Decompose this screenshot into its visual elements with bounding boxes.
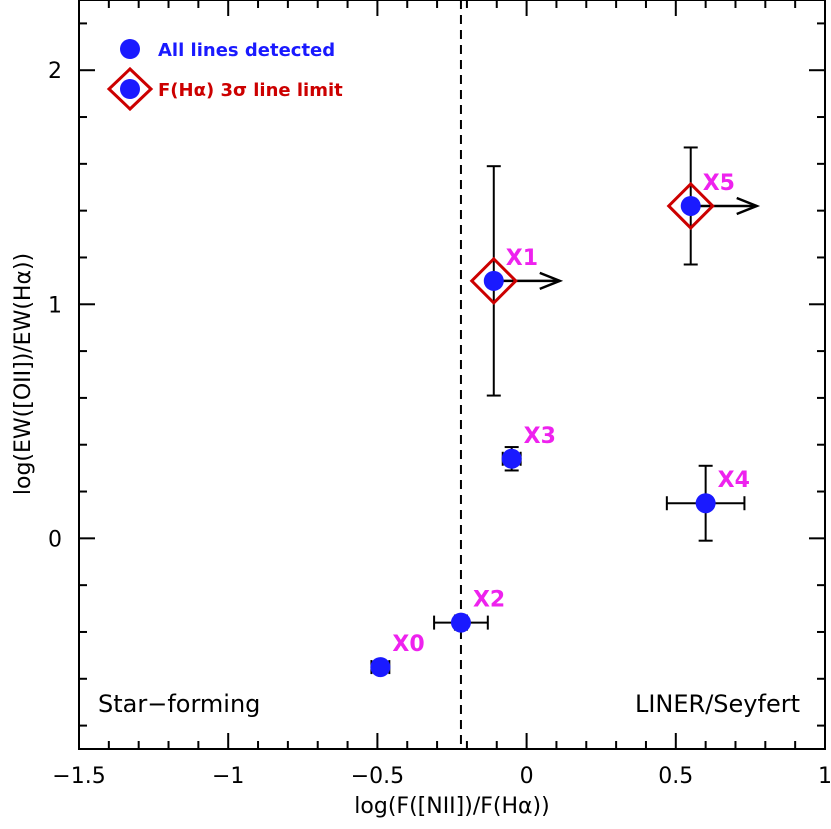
region-label-left: Star−forming xyxy=(98,690,260,718)
y-axis-title: log(EW([OII])/EW(Hα)) xyxy=(11,253,36,495)
x-tick-label: 1 xyxy=(818,764,831,789)
data-point-label: X1 xyxy=(506,246,538,271)
data-point-x2: X2 xyxy=(433,588,505,633)
data-point-marker xyxy=(695,493,716,514)
plot-frame xyxy=(78,0,826,750)
data-point-label: X2 xyxy=(473,588,505,613)
legend: All lines detected F(Hα) 3σ line limit xyxy=(106,39,343,112)
legend-limit-label: F(Hα) 3σ line limit xyxy=(158,80,343,101)
data-point-label: X4 xyxy=(718,468,750,493)
legend-limit-marker xyxy=(120,79,140,99)
data-point-x1: X1 xyxy=(469,165,564,397)
data-point-label: X3 xyxy=(524,424,556,449)
legend-detected-label: All lines detected xyxy=(158,40,335,61)
data-point-label: X5 xyxy=(703,171,735,196)
data-point-marker xyxy=(680,195,701,216)
data-point-x0: X0 xyxy=(370,632,425,678)
x-tick-label: −1 xyxy=(212,764,244,789)
x-axis-title: log(F([NII])/F(Hα)) xyxy=(354,794,549,819)
legend-limit-diamond xyxy=(106,66,154,112)
limit-diamond-marker xyxy=(469,256,518,305)
x-tick-label: 0 xyxy=(520,764,534,789)
limit-arrow-head xyxy=(539,271,564,291)
region-label-right: LINER/Seyfert xyxy=(635,690,800,718)
data-point-marker xyxy=(483,270,504,291)
x-tick-label: −1.5 xyxy=(52,764,105,789)
data-point-x3: X3 xyxy=(501,424,556,472)
y-tick-label: 0 xyxy=(48,527,62,552)
y-tick-label: 2 xyxy=(48,59,62,84)
axis-ticks: −1.5 −1 −0.5 0 0.5 1 0 1 2 xyxy=(48,0,831,789)
legend-detected-marker xyxy=(120,39,140,59)
data-point-x5: X5 xyxy=(666,146,761,266)
x-tick-label: 0.5 xyxy=(658,764,693,789)
data-point-label: X0 xyxy=(392,632,424,657)
limit-diamond-marker xyxy=(666,181,715,231)
data-point-marker xyxy=(370,657,391,678)
limit-arrow-head xyxy=(736,196,761,216)
data-point-marker xyxy=(450,612,471,633)
data-point-x4: X4 xyxy=(665,464,750,542)
y-tick-label: 1 xyxy=(48,293,62,318)
data-point-marker xyxy=(501,448,522,469)
x-tick-label: −0.5 xyxy=(351,764,404,789)
